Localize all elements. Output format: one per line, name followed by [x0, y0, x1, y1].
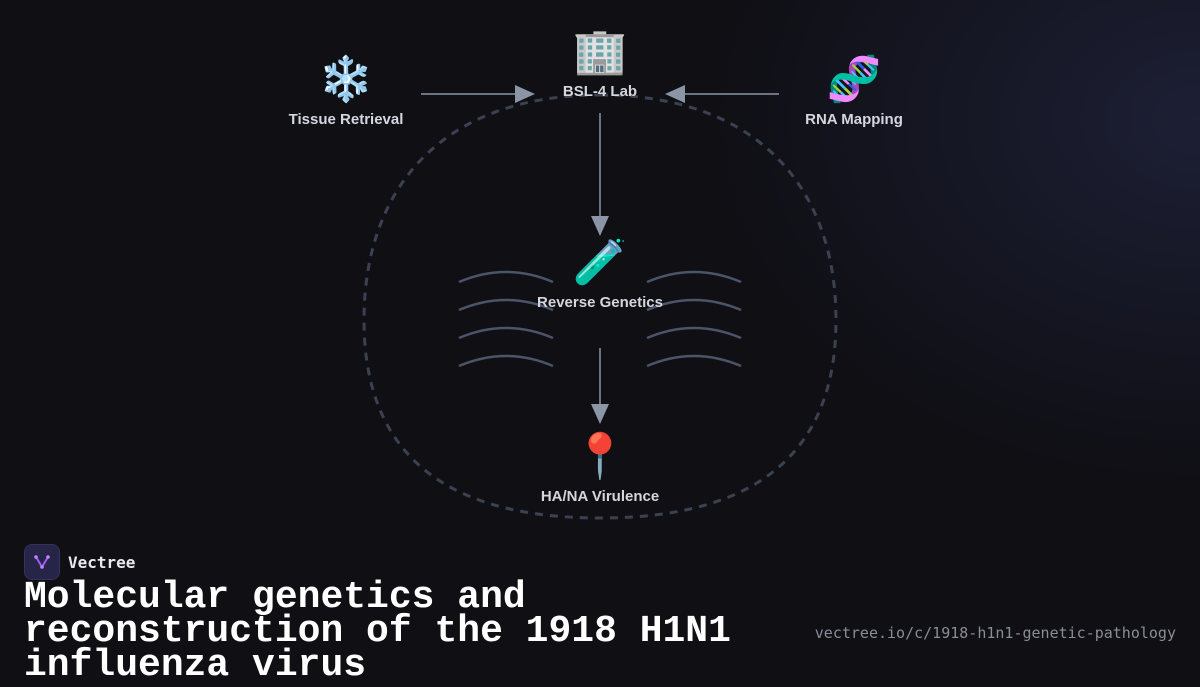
snowflake-icon: ❄️ — [318, 55, 374, 104]
node-reverse-genetics: 🧪 Reverse Genetics — [537, 238, 663, 311]
page-title: Molecular genetics and reconstruction of… — [24, 576, 731, 687]
brand-name: Vectree — [68, 552, 136, 572]
node-label: Reverse Genetics — [537, 294, 663, 311]
wave-lines-right — [646, 270, 742, 368]
wave-lines-left — [458, 270, 554, 368]
page-url[interactable]: vectree.io/c/1918-h1n1-genetic-pathology — [814, 624, 1176, 642]
dashed-ring — [362, 93, 838, 520]
test-tube-icon: 🧪 — [572, 238, 628, 287]
node-label: HA/NA Virulence — [540, 488, 660, 505]
node-label: BSL-4 Lab — [562, 83, 638, 100]
node-ha-na-virulence: 📍 HA/NA Virulence — [541, 432, 659, 505]
map-pin-icon: 📍 — [572, 432, 628, 481]
node-tissue-retrieval: ❄️ Tissue Retrieval — [289, 55, 404, 128]
brand: Vectree — [24, 544, 135, 580]
vectree-logo-icon — [24, 544, 60, 580]
dna-icon: 🧬 — [826, 55, 882, 104]
node-rna-mapping: 🧬 RNA Mapping — [805, 55, 903, 128]
office-building-icon: 🏢 — [572, 27, 628, 76]
node-bsl4-lab: 🏢 BSL-4 Lab — [563, 27, 637, 100]
node-label: Tissue Retrieval — [288, 111, 404, 128]
node-label: RNA Mapping — [805, 111, 903, 128]
